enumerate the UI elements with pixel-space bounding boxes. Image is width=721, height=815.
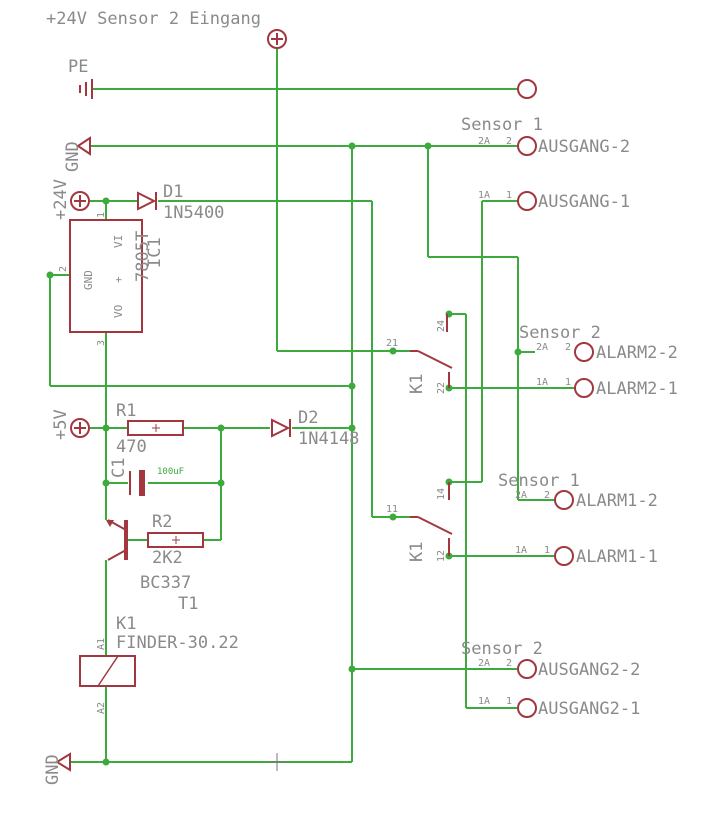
title-label: +24V Sensor 2 Eingang <box>46 9 261 29</box>
ic-pin-2-label: 2 <box>58 266 69 272</box>
pin-24-label: 24 <box>436 320 447 332</box>
ic1-value-label: 7805T <box>133 231 153 282</box>
t1-value-label: BC337 <box>140 573 191 593</box>
diode-d2 <box>271 418 291 438</box>
pin-1-label: 1 <box>544 545 550 556</box>
d1-name-label: D1 <box>163 182 183 202</box>
d2-value-label: 1N4148 <box>298 429 359 449</box>
pin-1-label: 1 <box>506 190 512 201</box>
pin-2-label: 2 <box>544 490 550 501</box>
sensor1-mid-label: Sensor 1 <box>498 471 580 491</box>
supply-24v-sensor2-terminal <box>267 29 287 49</box>
transistor-t1 <box>106 519 128 561</box>
k1-contact1-label: K1 <box>407 542 427 562</box>
pe-ground-icon <box>79 79 93 99</box>
r1-value-label: 470 <box>116 437 147 457</box>
c1-name-label: C1 <box>109 458 129 478</box>
pin-1a-label: 1A <box>478 190 490 201</box>
r2-value-label: 2K2 <box>152 548 183 568</box>
ausgang2-1-label: AUSGANG2-1 <box>538 699 640 719</box>
alarm2-2-label: ALARM2-2 <box>596 343 678 363</box>
pin-2a-label: 2A <box>478 136 490 147</box>
sensor2-bottom-label: Sensor 2 <box>461 639 543 659</box>
ic-pin-1-label: 1 <box>96 212 107 218</box>
supply-24v-terminal <box>70 191 90 211</box>
ausgang2-2-label: AUSGANG2-2 <box>538 660 640 680</box>
gnd-bottom-icon <box>55 752 71 772</box>
capacitor-c1 <box>129 470 145 496</box>
pe-label: PE <box>68 57 88 77</box>
pin-2a-label: 2A <box>536 342 548 353</box>
ic-plus-label: + <box>112 276 125 283</box>
supply-5v-label: +5V <box>51 409 71 440</box>
relay-k1-contact-2 <box>410 314 453 388</box>
ic1-name-label: IC1 <box>145 237 165 268</box>
t1-name-label: T1 <box>178 594 198 614</box>
regulator-ic1 <box>69 219 143 333</box>
supply-5v-terminal <box>70 418 90 438</box>
resistor-r2 <box>147 532 204 548</box>
ic-vi-pin-label: VI <box>112 235 125 248</box>
wires <box>46 48 575 766</box>
pin-1a-label: 1A <box>536 377 548 388</box>
pin-2a-label: 2A <box>478 658 490 669</box>
pin-21-label: 21 <box>386 338 398 349</box>
pin-2a-label: 2A <box>515 490 527 501</box>
d1-value-label: 1N5400 <box>163 203 224 223</box>
alarm1-1-label: ALARM1-1 <box>576 547 658 567</box>
ic-gnd-pin-label: GND <box>82 270 95 290</box>
d2-name-label: D2 <box>298 408 318 428</box>
k1-contact2-label: K1 <box>407 374 427 394</box>
pin-1a-label: 1A <box>478 696 490 707</box>
pin-1-label: 1 <box>565 377 571 388</box>
gnd-top-label: GND <box>63 141 83 172</box>
coil-a1-label: A1 <box>96 638 107 650</box>
ausgang-1-label: AUSGANG-1 <box>538 192 630 212</box>
pin-11-label: 11 <box>386 504 398 515</box>
alarm1-2-label: ALARM1-2 <box>576 491 658 511</box>
ic-pin-3-label: 3 <box>96 340 107 346</box>
k1-name-label: K1 <box>116 614 136 634</box>
pin-12-label: 12 <box>436 550 447 562</box>
pin-2-label: 2 <box>506 658 512 669</box>
diode-d1 <box>137 191 157 211</box>
relay-k1-coil <box>79 655 136 687</box>
pin-2-label: 2 <box>565 342 571 353</box>
gnd-bottom-label: GND <box>43 754 63 785</box>
pin-22-label: 22 <box>436 382 447 394</box>
r2-name-label: R2 <box>152 512 172 532</box>
relay-k1-contact-1 <box>410 482 453 556</box>
alarm2-1-label: ALARM2-1 <box>596 379 678 399</box>
sensor1-top-label: Sensor 1 <box>461 115 543 135</box>
coil-a2-label: A2 <box>96 702 107 714</box>
pin-2-label: 2 <box>506 136 512 147</box>
gnd-top-icon <box>76 136 91 156</box>
pin-14-label: 14 <box>436 488 447 500</box>
output-terminals <box>517 79 594 718</box>
ic-vo-pin-label: VO <box>112 305 125 318</box>
pin-1a-label: 1A <box>515 545 527 556</box>
crosshair-icon <box>268 753 286 771</box>
resistor-r1 <box>127 420 184 436</box>
supply-24v-label: +24V <box>51 179 71 220</box>
r1-name-label: R1 <box>116 401 136 421</box>
ausgang-2-label: AUSGANG-2 <box>538 137 630 157</box>
k1-value-label: FINDER-30.22 <box>116 633 239 653</box>
pin-1-label: 1 <box>506 696 512 707</box>
c1-value-label: 100uF <box>157 467 184 477</box>
sensor2-mid-label: Sensor 2 <box>519 323 601 343</box>
